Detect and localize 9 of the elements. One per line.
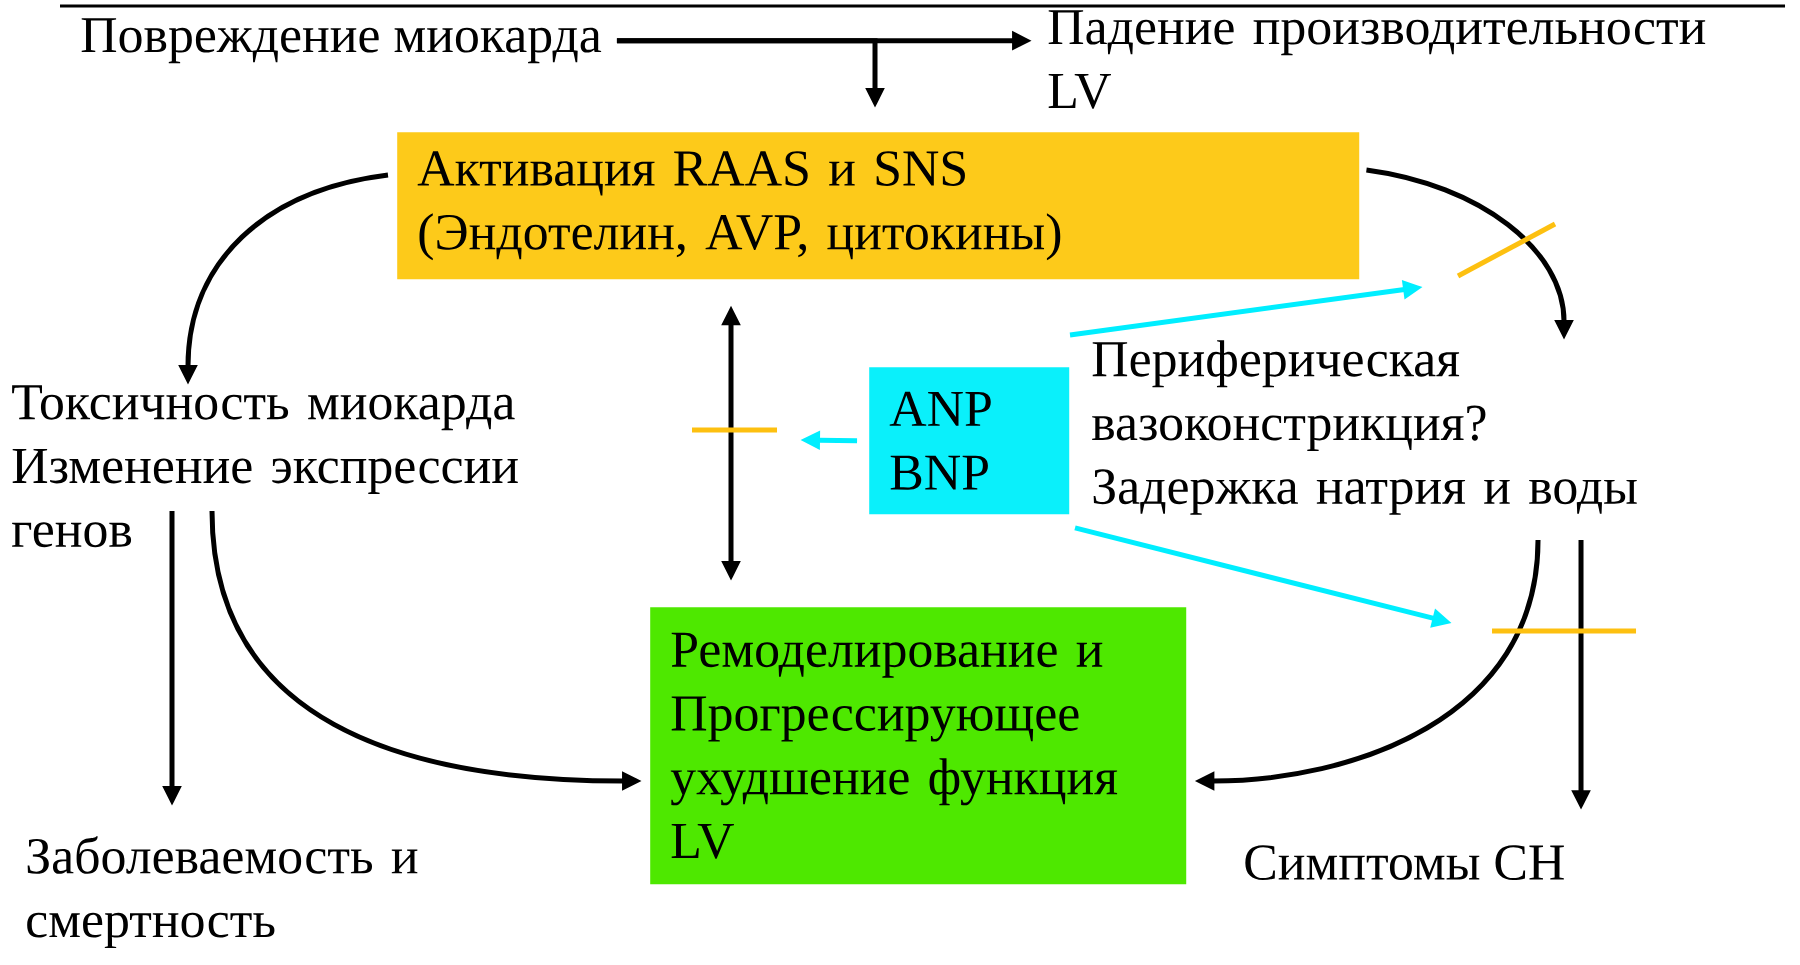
outcome-text: Симптомы СН [1245, 845, 1564, 880]
peptide-box: ANP BNP [869, 367, 1070, 515]
process-box: Активация RAAS и SNS (Эндотелин, AVP, цитокины) [397, 132, 1360, 280]
effect-text: Периферическая вазоконстрикция? Задержка натрия и воды [1092, 340, 1637, 515]
outcome-text: Падение производительности LV [1048, 10, 1706, 109]
outcome-text: Заболеваемость и смертность [27, 836, 418, 949]
process-box: Ремоделирование и Прогрессирующее ухудшение функция LV [650, 607, 1187, 885]
effect-text: Токсичность миокарда Изменение экспрессии генов [12, 385, 518, 548]
cause-text: Повреждение миокарда [81, 18, 602, 64]
